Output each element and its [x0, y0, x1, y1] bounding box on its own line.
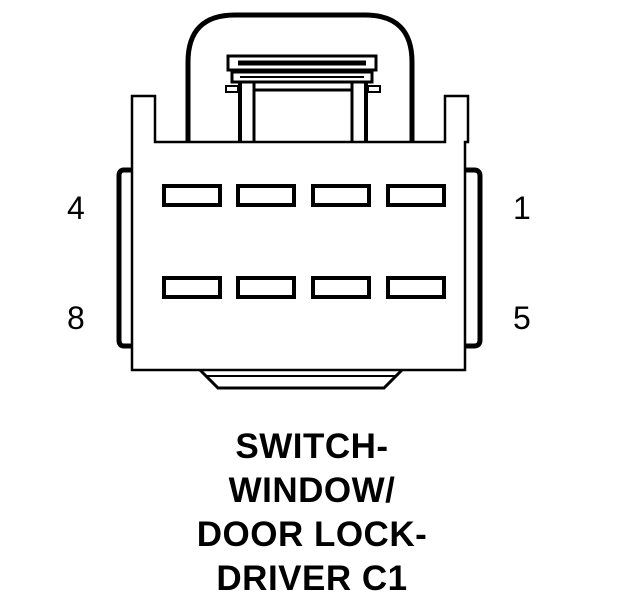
caption-line-2: WINDOW/: [228, 471, 396, 510]
left-side-rail: [116, 167, 132, 349]
connector-caption: SWITCH- WINDOW/ DOOR LOCK- DRIVER C1: [0, 425, 624, 601]
cavity: [311, 276, 371, 299]
cavity: [162, 184, 222, 207]
caption-line-3: DOOR LOCK-: [196, 515, 428, 554]
cavity-row-bottom: [162, 276, 446, 299]
pin-label-bottom-right: 5: [513, 300, 531, 336]
cavity: [386, 276, 446, 299]
connector-body: [130, 94, 470, 372]
cavity: [236, 276, 296, 299]
caption-line-4: DRIVER C1: [216, 559, 408, 598]
cavity: [311, 184, 371, 207]
connector-bottom-tab: [198, 368, 404, 390]
connector-latch: [185, 12, 415, 142]
cavity: [162, 276, 222, 299]
cavity-row-top: [162, 184, 446, 207]
pin-label-top-right: 1: [513, 190, 531, 226]
pin-label-top-left: 4: [67, 190, 85, 226]
right-side-rail: [465, 167, 483, 349]
latch-lock-mechanism: [225, 54, 381, 142]
cavity: [236, 184, 296, 207]
pin-label-bottom-left: 8: [67, 300, 85, 336]
caption-line-1: SWITCH-: [235, 427, 389, 466]
cavity: [386, 184, 446, 207]
